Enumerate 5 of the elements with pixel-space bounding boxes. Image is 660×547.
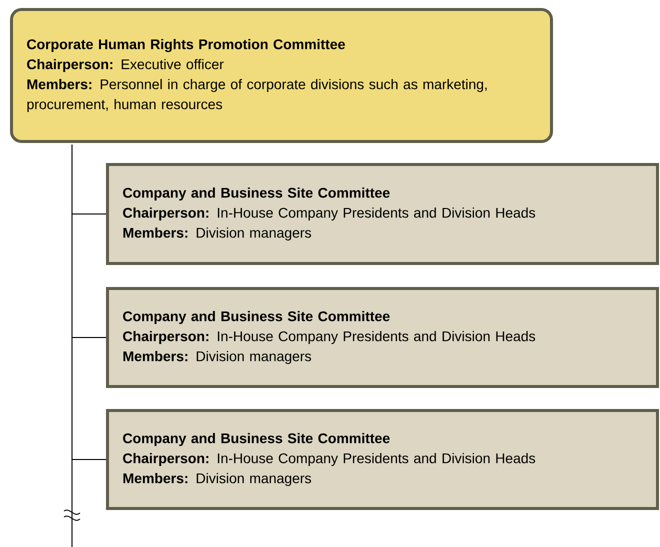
committee-box: Company and Business Site Committee Chairperson: In-House Company Presidents and Division Heads Members: Division managers (106, 163, 659, 265)
committee-box: Company and Business Site Committee Chairperson: In-House Company Presidents and Division Heads Members: Division managers (106, 287, 659, 388)
connector-line (72, 144, 106, 460)
committee-box: Corporate Human Rights Promotion Committee Chairperson: Executive officer Members: Personnel in charge of corporate divisions such as marketing, procurement, human resources (10, 8, 553, 143)
committee-box: Company and Business Site Committee Chairperson: In-House Company Presidents and Division Heads Members: Division managers (106, 409, 659, 510)
